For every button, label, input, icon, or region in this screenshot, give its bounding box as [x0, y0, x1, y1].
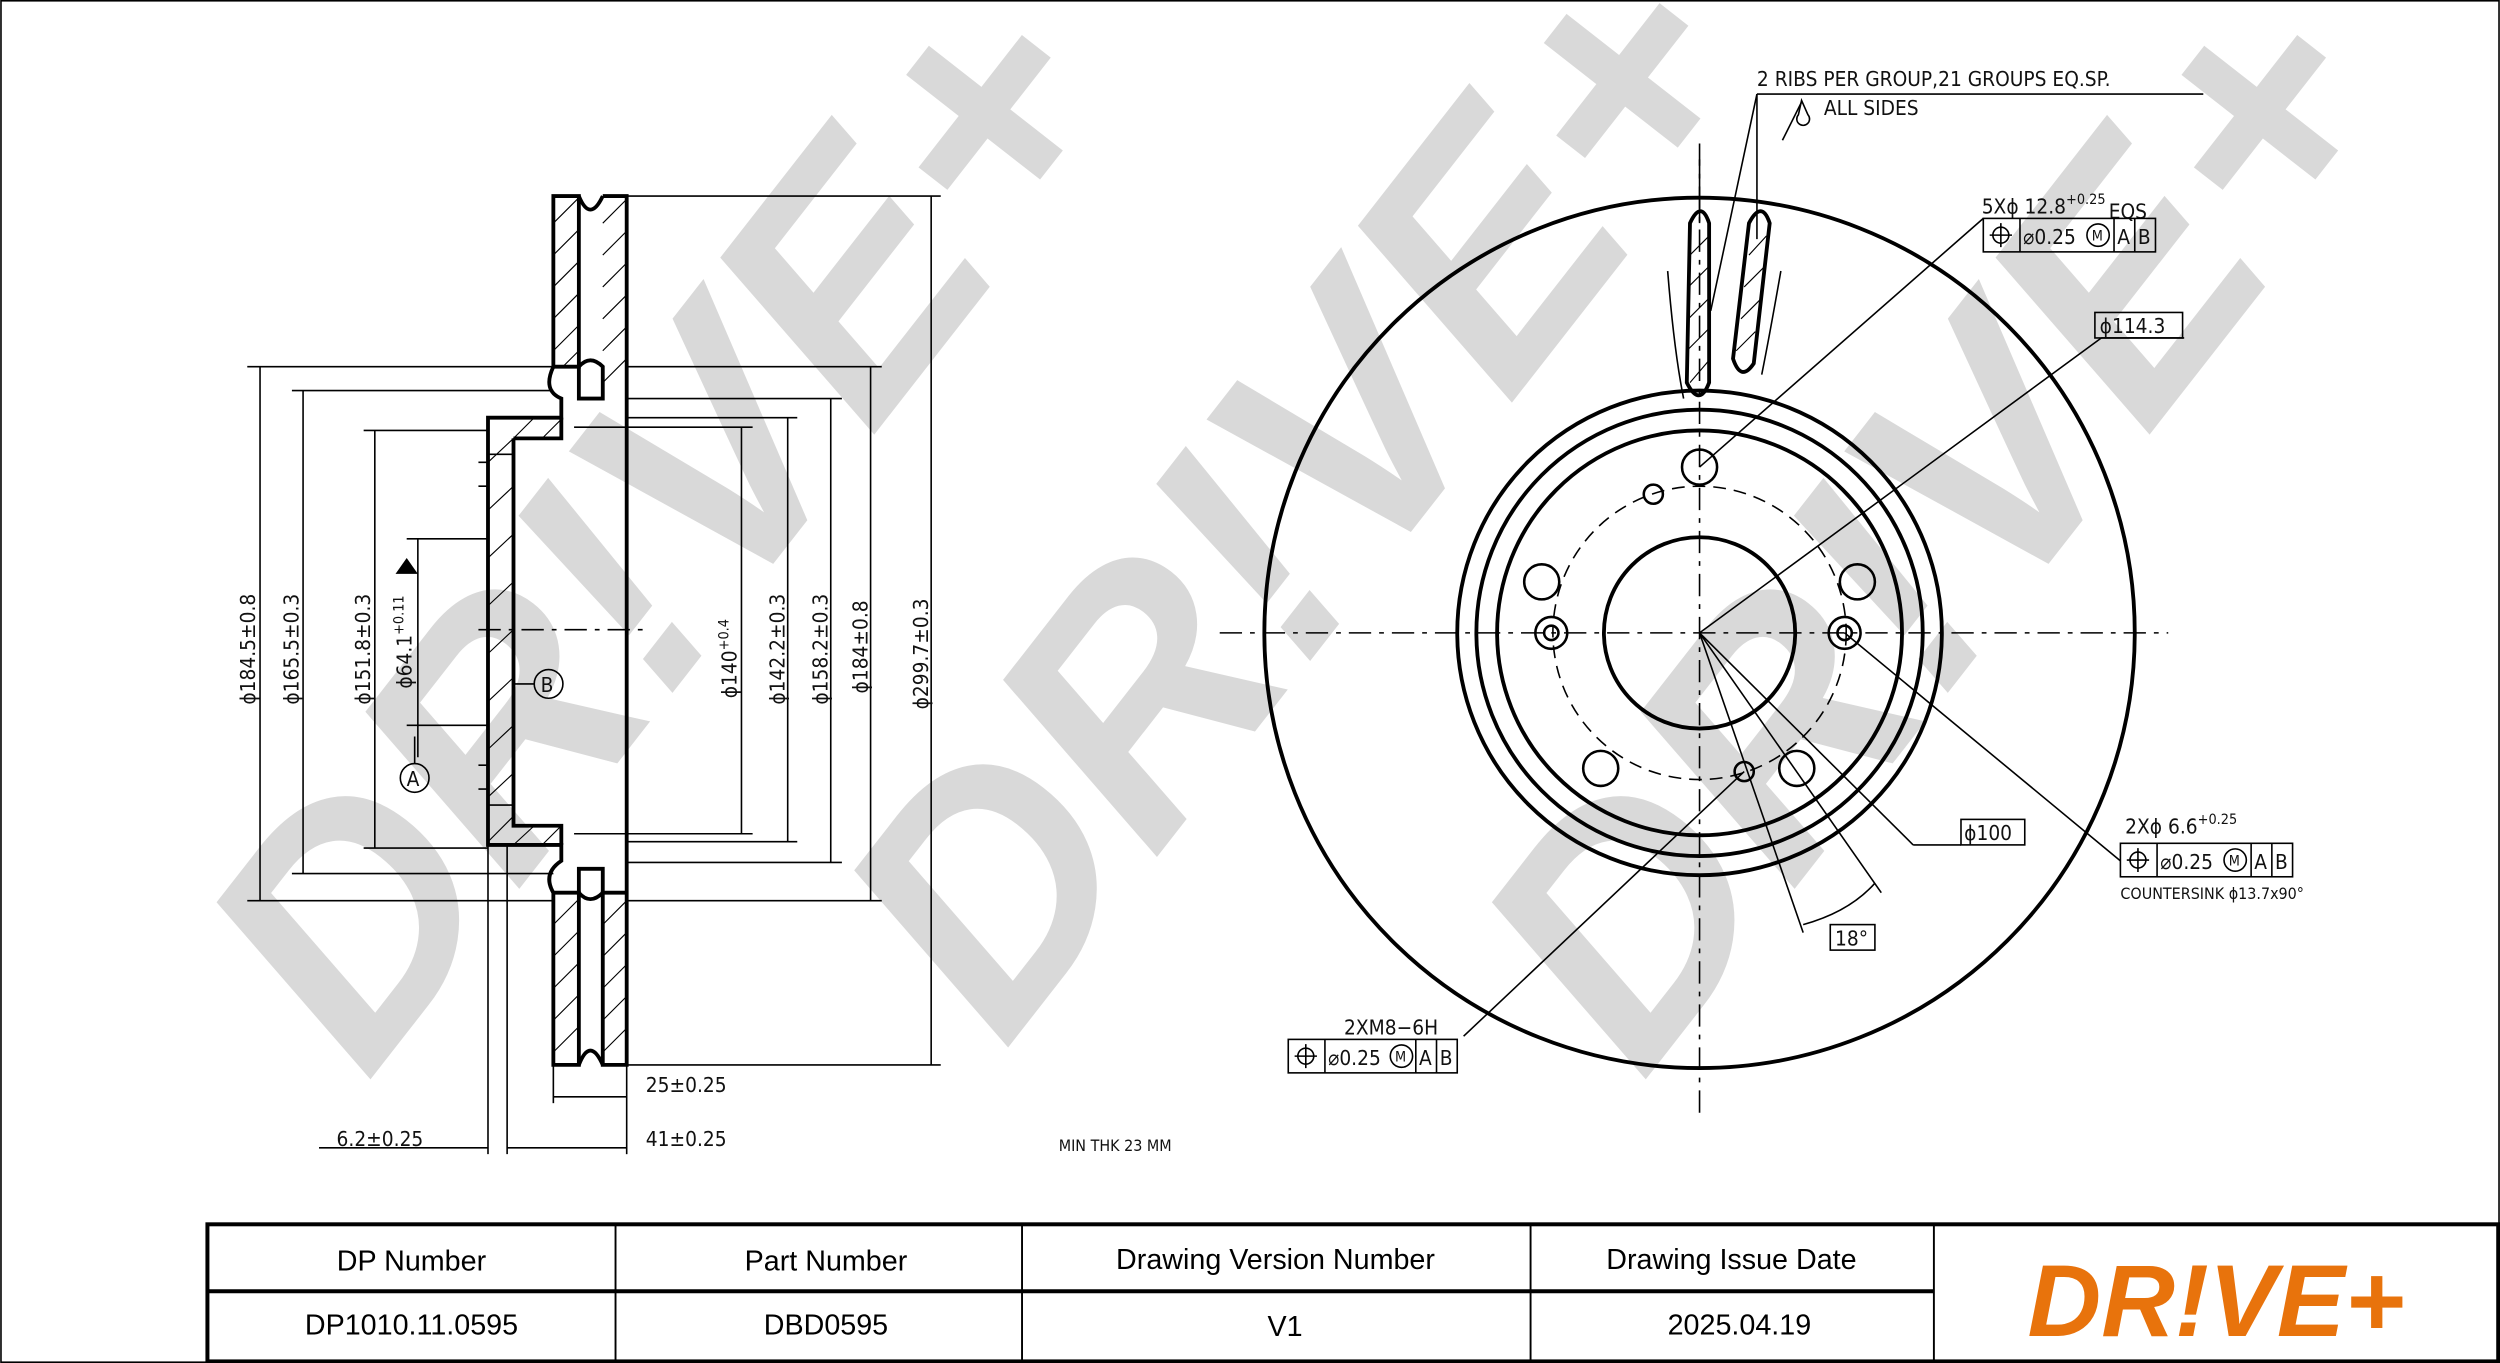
svg-text:B: B — [2275, 850, 2288, 874]
svg-text:⌀0.25: ⌀0.25 — [2160, 850, 2213, 874]
dim-diameter-165-5: ϕ165.5±0.3 — [279, 594, 303, 705]
countersink-note: COUNTERSINK ϕ13.7x90° — [2120, 884, 2304, 903]
section-view: ϕ184.5±0.8 ϕ165.5±0.3 ϕ151.8±0.3 ϕ64.1+0… — [236, 194, 941, 1155]
svg-text:B: B — [1440, 1046, 1453, 1070]
header-issue-date: Drawing Issue Date — [1606, 1244, 1856, 1276]
svg-text:A: A — [1419, 1046, 1432, 1070]
weld-symbol-icon — [1796, 97, 1811, 127]
dim-diameter-142-2: ϕ142.2±0.3 — [766, 594, 790, 705]
value-drawing-version: V1 — [1268, 1311, 1303, 1343]
svg-text:A: A — [2117, 225, 2130, 249]
dim-diameter-184: ϕ184±0.8 — [848, 600, 872, 693]
dim-diameter-64-1: ϕ64.1+0.11 — [392, 595, 417, 688]
front-view: 2 RIBS PER GROUP,21 GROUPS EQ.SP. ALL SI… — [1059, 67, 2304, 1155]
dim-diameter-151-8: ϕ151.8±0.3 — [351, 594, 375, 705]
diameter-114-3-note: ϕ114.3 — [2100, 314, 2166, 338]
holes-2x-note: 2Xϕ 6.6+0.25 — [2125, 812, 2237, 839]
value-issue-date: 2025.04.19 — [1668, 1309, 1812, 1341]
datum-b-label: B — [541, 673, 554, 697]
min-thickness-note: MIN THK 23 MM — [1059, 1136, 1172, 1155]
svg-text:A: A — [2254, 850, 2267, 874]
drive-logo: DR!VE+ — [2028, 1244, 2405, 1358]
svg-text:⌀0.25: ⌀0.25 — [2023, 225, 2076, 249]
ribs-note: 2 RIBS PER GROUP,21 GROUPS EQ.SP. — [1757, 67, 2111, 91]
header-part-number: Part Number — [745, 1246, 908, 1278]
value-part-number: DBD0595 — [764, 1309, 888, 1341]
header-drawing-version: Drawing Version Number — [1116, 1244, 1435, 1276]
watermark: DR!VE+ DR!VE+ DR!VE+ — [128, 0, 2460, 1128]
svg-text:⌀0.25: ⌀0.25 — [1328, 1046, 1381, 1070]
dim-diameter-184-5: ϕ184.5±0.8 — [236, 594, 260, 705]
svg-text:M: M — [2092, 229, 2103, 245]
thread-note: 2XM8−6H — [1344, 1016, 1438, 1040]
diameter-100-note: ϕ100 — [1964, 821, 2012, 845]
svg-text:M: M — [1395, 1050, 1406, 1066]
dim-diameter-158-2: ϕ158.2±0.3 — [809, 594, 833, 705]
all-sides-note: ALL SIDES — [1824, 96, 1919, 120]
header-dp-number: DP Number — [337, 1246, 487, 1278]
value-dp-number: DP1010.11.0595 — [305, 1309, 518, 1341]
dim-width-25: 25±0.25 — [646, 1073, 727, 1097]
svg-text:B: B — [2138, 225, 2151, 249]
angle-18-note: 18° — [1835, 926, 1868, 950]
datum-a-label: A — [407, 767, 420, 791]
dim-diameter-140: ϕ140+0.4 — [717, 619, 742, 698]
dim-width-41: 41±0.25 — [646, 1127, 727, 1151]
dim-diameter-299-7: ϕ299.7±0.3 — [909, 599, 933, 710]
dim-width-6-2: 6.2±0.25 — [337, 1127, 424, 1151]
svg-text:M: M — [2229, 854, 2240, 870]
title-block: DP Number Part Number Drawing Version Nu… — [205, 1222, 2500, 1363]
